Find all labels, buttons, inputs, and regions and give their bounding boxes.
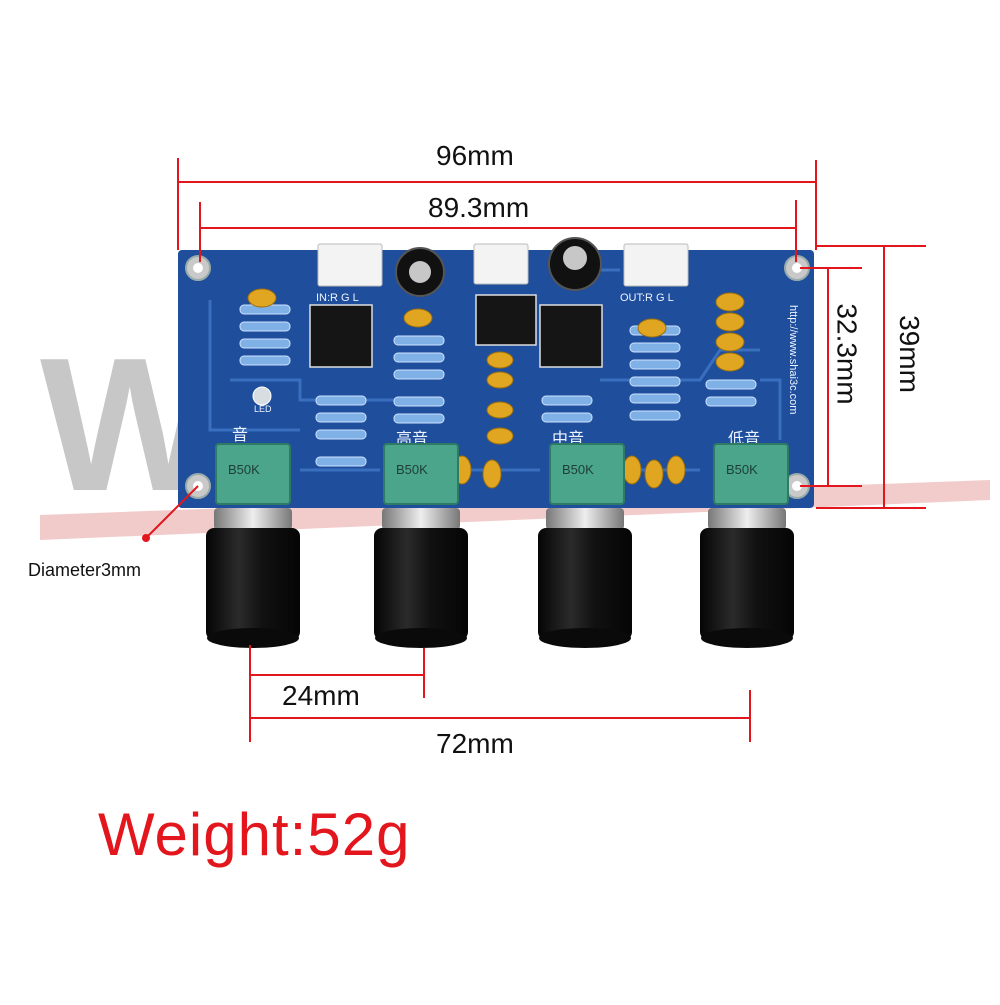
knob-mid (538, 508, 632, 648)
output-header-label: OUT:R G L (620, 292, 674, 304)
dim-overall-width: 96mm (436, 140, 514, 171)
knob-bass (700, 508, 794, 648)
led-label: LED (254, 404, 272, 414)
dim-hole-diameter: Diameter3mm (28, 560, 142, 580)
input-header-label: IN:R G L (316, 292, 359, 304)
url-label: http://www.shai3c.com (787, 305, 799, 414)
pcb-board: IN:R G L OUT:R G L LED 高音 中音 低音 音 http:/… (178, 237, 814, 508)
diameter-leader-dot (142, 534, 150, 542)
dim-hole-spacing-y: 32.3mm (831, 303, 863, 405)
ic-chips (309, 294, 603, 368)
pot-code-1: B50K (228, 462, 260, 477)
led-indicator (252, 386, 272, 406)
connectors (317, 243, 689, 287)
knob-treble (374, 508, 468, 648)
dimension-lines (145, 158, 926, 742)
pot-code-4: B50K (726, 462, 758, 477)
pot-code-2: B50K (396, 462, 428, 477)
potentiometers: B50K B50K B50K B50K (215, 443, 789, 505)
dim-knob-span: 72mm (436, 728, 514, 759)
knobs (206, 508, 794, 648)
dim-knob-spacing: 24mm (282, 680, 360, 711)
weight-label: Weight:52g (98, 801, 411, 868)
pot-code-3: B50K (562, 462, 594, 477)
ceramic-capacitors (247, 288, 745, 489)
electrolytic-capacitors (395, 237, 602, 297)
dim-hole-spacing-x: 89.3mm (428, 192, 530, 223)
volume-label: 音 (232, 426, 248, 444)
knob-volume (206, 508, 300, 648)
resistors (239, 304, 757, 467)
dim-overall-height: 39mm (893, 315, 925, 393)
